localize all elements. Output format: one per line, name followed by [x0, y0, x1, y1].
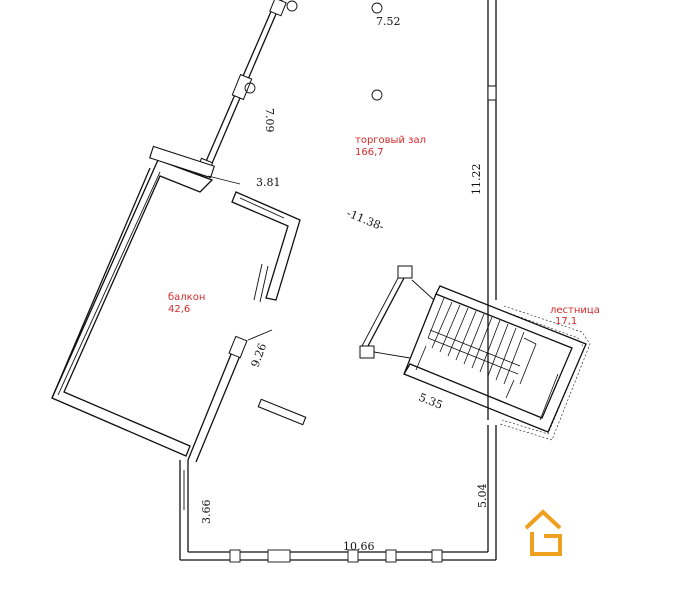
room-name-balcony: балкон: [168, 292, 205, 303]
room-area-stairs: 17,1: [555, 316, 577, 327]
dim-bottom: 10.66: [343, 540, 375, 553]
room-labels: торговый зал 166,7 балкон 42,6 лестница …: [168, 135, 600, 327]
room-name-hall: торговый зал: [355, 135, 426, 146]
room-name-stairs: лестница: [550, 305, 600, 316]
room-area-hall: 166,7: [355, 147, 384, 158]
dim-diagonal: -11.38-: [345, 207, 386, 234]
room-area-balcony: 42,6: [168, 304, 190, 315]
dim-right-wall: 11.22: [470, 164, 483, 196]
dim-stair-bottom: 5.35: [417, 391, 445, 412]
house-icon: [524, 509, 562, 556]
dim-lower-left: 3.66: [200, 500, 213, 525]
column-icon: [371, 89, 383, 101]
column-icon: [371, 2, 383, 14]
staircase: [359, 265, 591, 441]
dim-upper-left-wall: 7.09: [263, 108, 276, 133]
counter-block: [257, 398, 307, 426]
column-icon: [286, 0, 298, 12]
dim-lower-right: 5.04: [476, 484, 489, 509]
dim-balcony-top: 3.81: [256, 176, 281, 189]
dim-balcony-side: 9.26: [249, 342, 270, 369]
dim-top: 7.52: [376, 15, 401, 28]
main-hall-walls: [179, 0, 497, 563]
balcony-walls: [51, 145, 301, 457]
column-icon: [244, 82, 256, 94]
